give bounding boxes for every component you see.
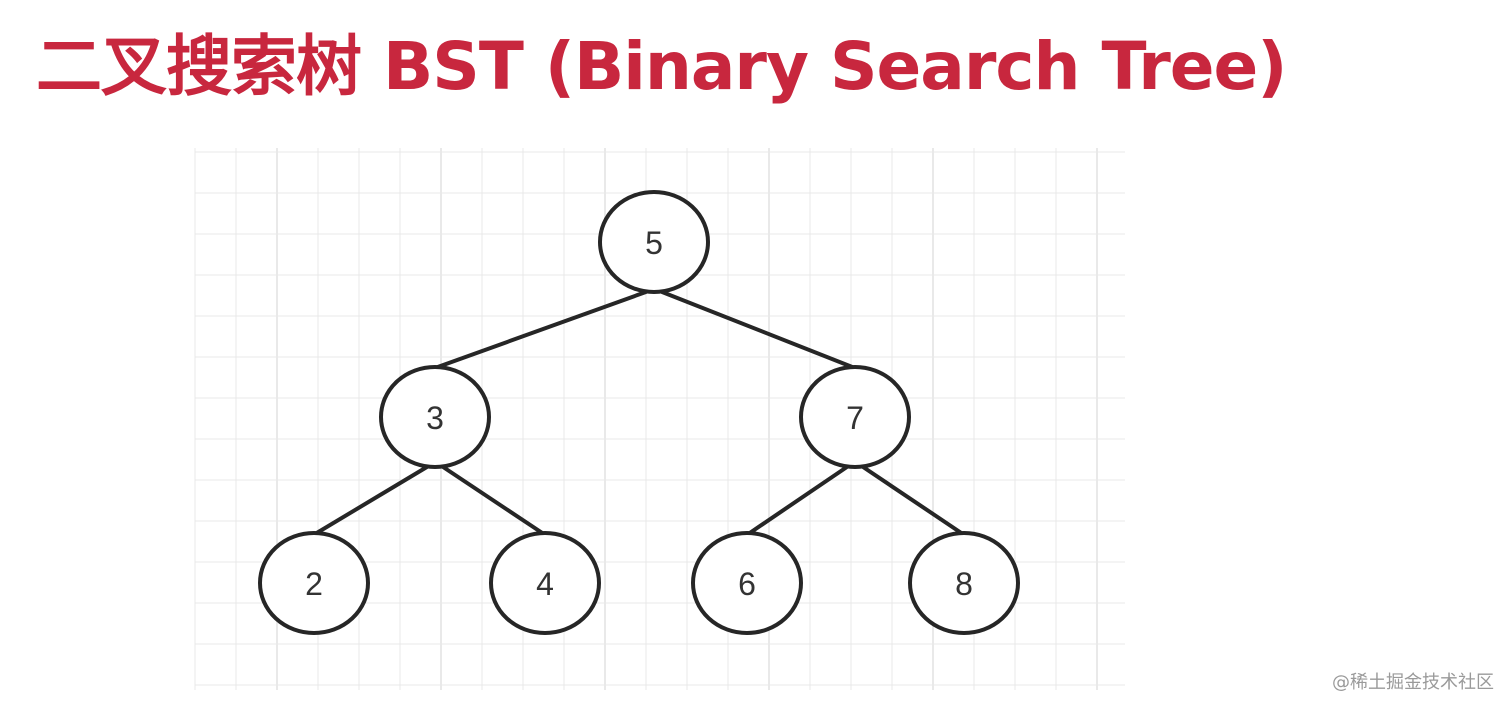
tree-node-label: 5	[645, 225, 663, 261]
tree-node-label: 3	[426, 400, 444, 436]
tree-node-label: 7	[846, 400, 864, 436]
tree-node-label: 8	[955, 566, 973, 602]
tree-node-label: 6	[738, 566, 756, 602]
tree-edge-n3-n4	[441, 465, 545, 535]
tree-edges	[314, 290, 964, 535]
tree-node-label: 2	[305, 566, 323, 602]
tree-edge-n3-n2	[314, 465, 429, 535]
tree-node-3: 3	[379, 365, 491, 469]
tree-node-7: 7	[799, 365, 911, 469]
tree-node-2: 2	[258, 531, 370, 635]
tree-node-circle	[691, 531, 803, 635]
tree-node-circle	[799, 365, 911, 469]
tree-node-4: 4	[489, 531, 601, 635]
tree-node-circle	[379, 365, 491, 469]
page-title: 二叉搜索树 BST (Binary Search Tree)	[36, 28, 1287, 105]
tree-node-label: 4	[536, 566, 554, 602]
tree-edge-n7-n6	[747, 465, 849, 535]
tree-node-circle	[258, 531, 370, 635]
tree-node-5: 5	[598, 190, 710, 294]
tree-node-circle	[908, 531, 1020, 635]
tree-node-6: 6	[691, 531, 803, 635]
tree-node-circle	[598, 190, 710, 294]
watermark: @稀土掘金技术社区	[1332, 672, 1494, 693]
tree-edge-n5-n7	[660, 290, 855, 369]
tree-node-8: 8	[908, 531, 1020, 635]
tree-nodes: 5 3 7 2 4 6 8	[258, 190, 1020, 635]
tree-edge-n7-n8	[861, 465, 964, 535]
tree-edge-n5-n3	[435, 290, 648, 369]
tree-node-circle	[489, 531, 601, 635]
